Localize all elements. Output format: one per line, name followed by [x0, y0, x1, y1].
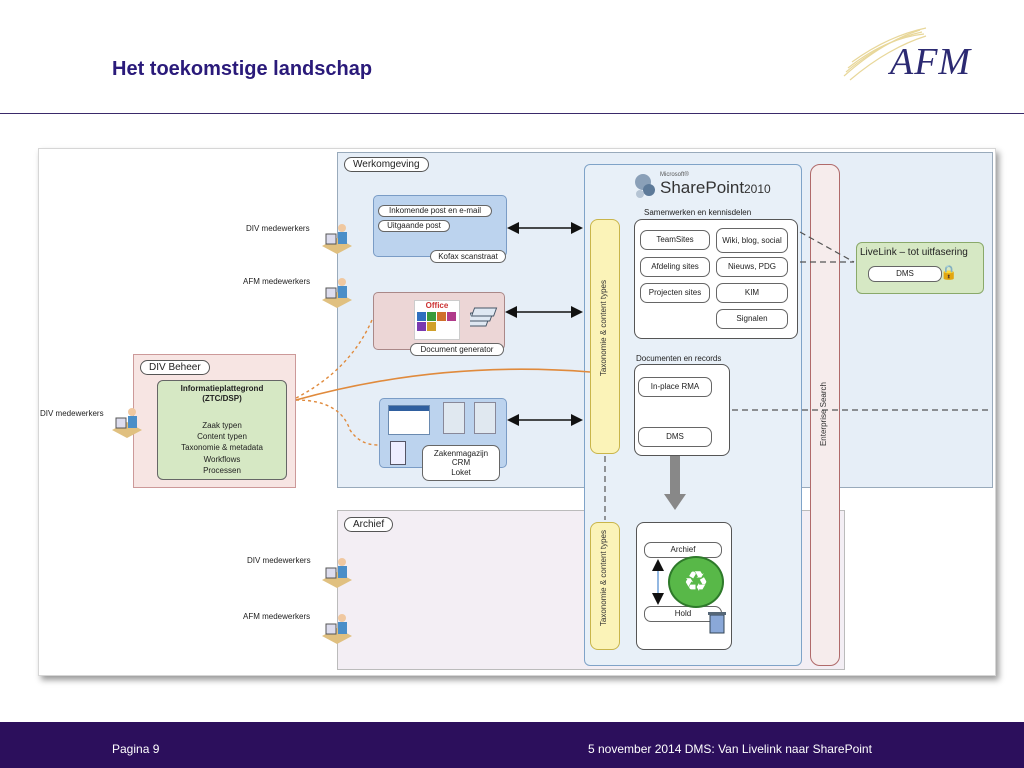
sharepoint-ms: Microsoft® [660, 172, 689, 178]
people-label: DIV medewerkers [247, 556, 311, 565]
teamsites-pill: TeamSites [640, 230, 710, 250]
div-beheer-item: Workflows [203, 454, 241, 464]
kofax-pill: Kofax scanstraat [430, 250, 506, 263]
informatieplattegrond-heading: Informatieplattegrond (ZTC/DSP) [180, 384, 264, 404]
people-label: AFM medewerkers [243, 277, 311, 286]
in-place-rma-pill: In-place RMA [638, 377, 712, 397]
afdeling-sites-pill: Afdeling sites [640, 257, 710, 277]
header-rule [0, 113, 1024, 114]
user-at-desk-icon [322, 278, 352, 308]
sharepoint-logo: Microsoft® SharePoint 2010 [632, 172, 792, 204]
office-label: Office [425, 301, 449, 310]
trash-icon [708, 610, 726, 634]
recycle-icon: ♻ [668, 556, 724, 608]
inbound-mail-pill: Inkomende post en e-mail [378, 205, 492, 217]
document-icon-2 [474, 402, 496, 434]
archief-label: Archief [344, 517, 394, 532]
footer-info: 5 november 2014 DMS: Van Livelink naar S… [588, 742, 872, 756]
afm-logo-rays [843, 27, 927, 81]
stack-icon [463, 304, 498, 330]
livelink-dms-pill: DMS [868, 266, 942, 282]
people-label: AFM medewerkers [243, 612, 311, 621]
office-icon: Office [414, 300, 460, 340]
div-beheer-item: Content typen [197, 432, 247, 442]
outbound-mail-pill: Uitgaande post [378, 220, 450, 232]
people-label: DIV medewerkers [246, 224, 310, 233]
clipboard-icon [390, 441, 406, 465]
div-beheer-label: DIV Beheer [140, 360, 210, 375]
user-at-desk-icon [322, 614, 352, 644]
dms-pill: DMS [638, 427, 712, 447]
collab-title: Samenwerken en kennisdelen [644, 208, 752, 217]
projecten-sites-pill: Projecten sites [640, 283, 710, 303]
document-icon-1 [443, 402, 465, 434]
zaken-pill: Zakenmagazijn CRM Loket [422, 445, 500, 481]
lock-icon: 🔒 [940, 264, 958, 280]
werkomgeving-label: Werkomgeving [344, 157, 429, 172]
taxonomy-band-bottom [590, 522, 620, 650]
records-title: Documenten en records [636, 354, 722, 363]
enterprise-search-band [810, 164, 840, 666]
livelink-title: LiveLink – tot uitfasering [860, 247, 968, 258]
user-at-desk-icon [322, 224, 352, 254]
div-beheer-item: Processen [203, 465, 241, 475]
browser-icon [388, 405, 430, 435]
sharepoint-icon [635, 174, 655, 198]
slide-title: Het toekomstige landschap [112, 58, 373, 80]
people-label: DIV medewerkers [40, 409, 104, 418]
user-at-desk-icon [112, 408, 142, 438]
nieuws-pill: Nieuws, PDG [716, 257, 788, 277]
taxonomy-band-top [590, 219, 620, 454]
archief-pill: Archief [644, 542, 722, 558]
sharepoint-name: SharePoint [660, 178, 745, 197]
afm-logo: AFM [842, 22, 992, 83]
kim-pill: KIM [716, 283, 788, 303]
afm-logo-text: AFM [890, 41, 972, 83]
div-beheer-item: Zaak typen [202, 421, 242, 430]
footer-bar [0, 722, 1024, 768]
sharepoint-version: 2010 [744, 182, 771, 196]
div-beheer-list: Zaak typen Content typen Taxonomie & met… [163, 420, 281, 476]
wiki-pill: Wiki, blog, social [716, 228, 788, 253]
div-beheer-item: Taxonomie & metadata [181, 443, 263, 453]
footer-page: Pagina 9 [112, 742, 160, 756]
docgen-pill: Document generator [410, 343, 504, 356]
informatieplattegrond-box [157, 380, 287, 480]
signalen-pill: Signalen [716, 309, 788, 329]
user-at-desk-icon [322, 558, 352, 588]
